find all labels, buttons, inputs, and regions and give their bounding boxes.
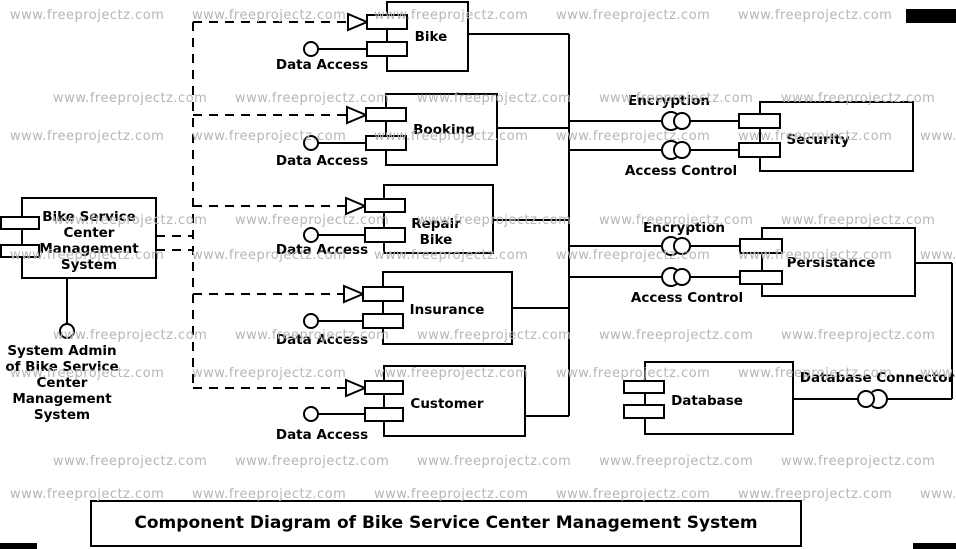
main-port-1 [0,216,40,230]
database-component-label: Database [671,393,743,409]
ball-security-access [673,141,691,159]
diagram-title: Component Diagram of Bike Service Center… [134,513,758,533]
arrowhead-booking [346,105,369,125]
arrowhead-repair-bike [345,196,368,216]
booking-component-box [385,93,498,166]
arrowhead-customer [345,378,368,398]
censor-bar-bottom-left [0,543,37,549]
repair-bike-component-label: Repair Bike [411,216,461,248]
data-access-label-bike: Data Access [275,57,369,73]
main-component-label: Bike Service Center Management System [39,209,139,273]
arrowhead-insurance [343,284,366,304]
socket-security-encryption [661,111,678,131]
persistance-component-box [761,227,916,297]
database-component-box [644,361,794,435]
component-ports [0,14,783,422]
title-box [90,500,802,547]
data-access-label-booking: Data Access [275,153,369,169]
dependency-arrowheads [343,12,370,398]
booking-component-label: Booking [413,122,475,138]
bike-port-2 [366,41,408,57]
ball-persistance-encryption [673,237,691,255]
solid-lines [66,33,953,417]
repair-port-1 [364,198,406,213]
socket-persistance-access [661,267,678,287]
socket-security-access [661,140,678,160]
repair-port-2 [364,227,406,243]
insurance-component-label: Insurance [409,302,485,318]
data-access-circle-booking [303,135,319,151]
customer-port-2 [364,407,404,422]
database-port-1 [623,380,665,394]
data-access-label-insurance: Data Access [275,332,369,348]
data-access-circle-repair [303,227,319,243]
dependency-lines [156,21,349,389]
persistance-port-2 [739,270,783,285]
insurance-component-box [382,271,513,345]
data-access-circle-customer [303,406,319,422]
database-port-2 [623,404,665,419]
security-component-box [759,101,914,172]
persistance-port-1 [739,238,783,254]
socket-database-connector [871,389,888,409]
encryption-label-persistance: Encryption [643,220,725,236]
component-boxes [21,1,916,547]
security-component-label: Security [786,132,850,148]
main-component-box [21,197,157,279]
main-port-2 [0,244,40,258]
bike-component-label: Bike [414,29,448,45]
data-access-circle-bike [303,41,319,57]
censor-bar-bottom-right [913,543,956,549]
lollipop-circles [59,41,319,422]
actor-lollipop-circle [59,323,75,339]
bike-component-box [386,1,469,72]
customer-port-1 [364,380,404,395]
assembly-connectors [661,111,888,409]
data-access-label-repair: Data Access [275,242,369,258]
arrowhead-bike [347,12,370,32]
ball-database-connector [857,390,875,408]
security-port-2 [738,142,781,158]
access-control-label-persistance: Access Control [630,290,744,306]
insurance-port-1 [362,286,404,302]
ball-security-encryption [673,112,691,130]
customer-component-box [383,365,526,437]
insurance-port-2 [362,313,404,329]
database-connector-label: Database Connector [799,370,955,386]
data-access-circle-insurance [303,313,319,329]
ball-persistance-access [673,268,691,286]
booking-port-2 [365,135,407,151]
actor-label: System Admin of Bike Service Center Mana… [5,343,119,423]
booking-port-1 [365,107,407,122]
censor-bar-top-right [906,9,956,23]
access-control-label-security: Access Control [624,163,738,179]
data-access-label-customer: Data Access [275,427,369,443]
encryption-label-security: Encryption [628,93,710,109]
customer-component-label: Customer [410,396,484,412]
persistance-component-label: Persistance [786,255,876,271]
security-port-1 [738,113,781,129]
socket-persistance-encryption [661,236,678,256]
bike-port-1 [366,14,408,30]
